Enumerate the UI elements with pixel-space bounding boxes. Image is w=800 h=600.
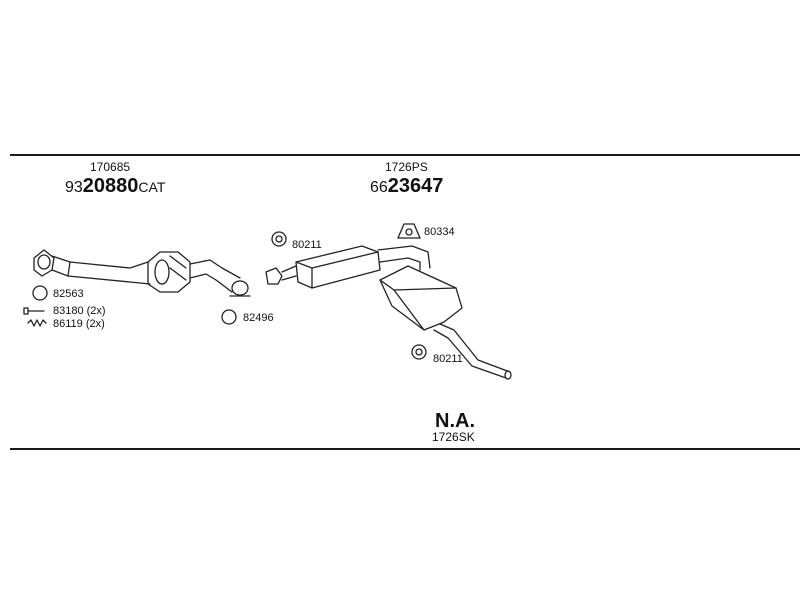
catalyst-ref-main: 20880 xyxy=(82,175,139,197)
intermediate-pipe-icon xyxy=(189,259,251,297)
part-80211-bottom-label: 80211 xyxy=(433,353,463,365)
silencer-ref-number: 6623647 xyxy=(370,176,443,196)
ring-gasket-icon xyxy=(221,309,237,325)
top-divider xyxy=(10,154,800,156)
catalyst-code-label: 170685 xyxy=(90,160,131,174)
catalytic-converter-icon xyxy=(147,251,191,293)
silencer-code-label: 1726PS xyxy=(385,160,428,174)
not-available-label: N.A. xyxy=(435,410,475,432)
silencer-ref-prefix: 66 xyxy=(370,179,388,196)
center-silencer-icon xyxy=(295,245,381,289)
front-pipe-icon xyxy=(51,255,151,285)
clamp-icon xyxy=(271,231,287,247)
front-flange-icon xyxy=(33,249,55,277)
catalyst-ref-suffix: CAT xyxy=(138,179,166,195)
silencer-ref-main: 23647 xyxy=(387,175,444,197)
rear-section-code-label: 1726SK xyxy=(432,430,475,444)
pipe-connector-icon xyxy=(265,265,297,285)
bolt-icon xyxy=(23,307,45,315)
part-86119-label: 86119 (2x) xyxy=(53,318,105,330)
rubber-hanger-icon xyxy=(397,223,421,239)
part-83180-label: 83180 (2x) xyxy=(53,305,106,317)
rear-silencer-icon xyxy=(379,265,463,331)
connecting-pipe-icon xyxy=(377,245,431,271)
spring-icon xyxy=(27,319,47,327)
catalyst-ref-number: 9320880CAT xyxy=(65,176,165,196)
part-80334-label: 80334 xyxy=(424,226,455,238)
clamp-icon xyxy=(411,344,427,360)
part-82563-label: 82563 xyxy=(53,288,84,300)
part-80211-top-label: 80211 xyxy=(292,239,322,251)
ring-gasket-icon xyxy=(32,285,48,301)
catalyst-ref-prefix: 93 xyxy=(65,179,83,196)
tail-pipe-icon xyxy=(433,323,512,380)
bottom-divider xyxy=(10,448,800,450)
part-82496-label: 82496 xyxy=(243,312,274,324)
